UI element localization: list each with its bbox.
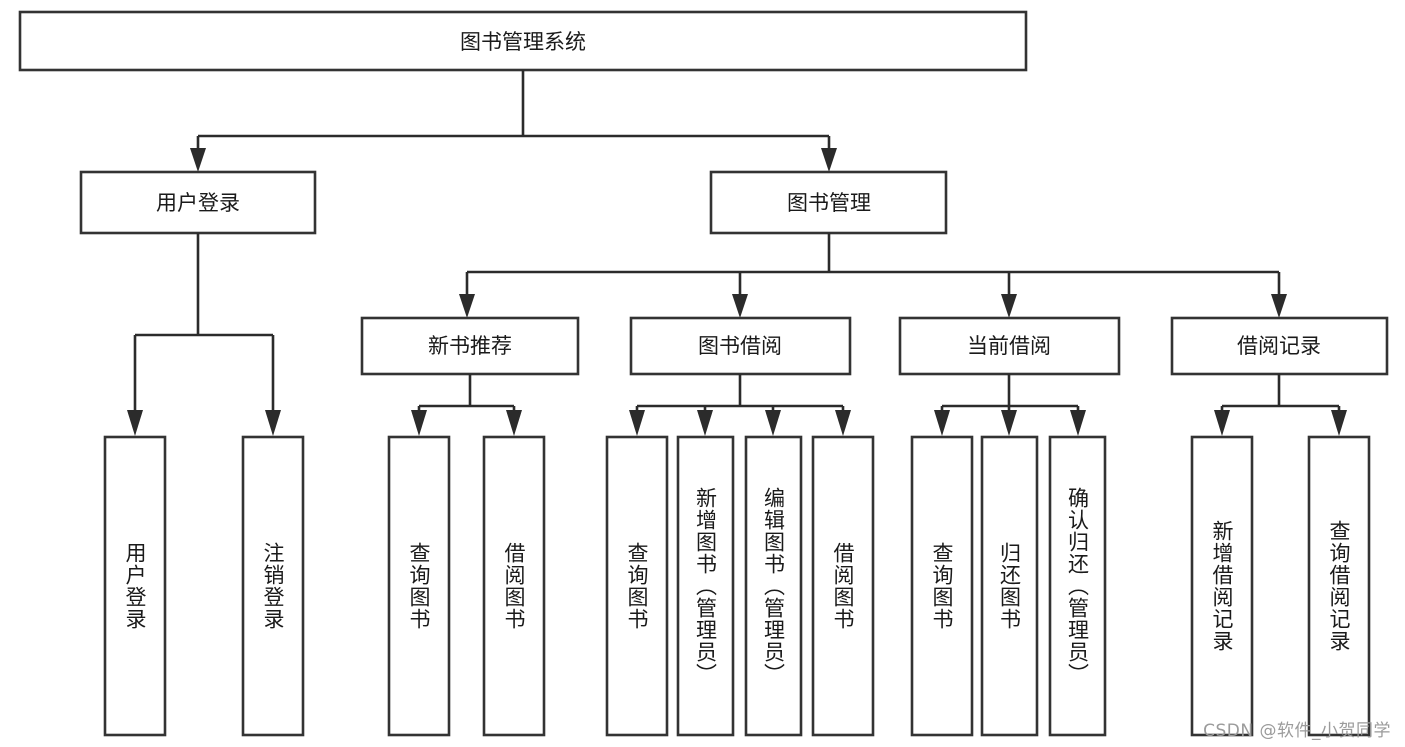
arrow-head-user-login xyxy=(190,148,206,172)
arrow-head-leaf-query-record xyxy=(1331,410,1347,436)
node-leaf-add-record-box[interactable] xyxy=(1190,435,1254,737)
node-leaf-borrow-book-1-box[interactable] xyxy=(482,435,546,737)
csdn-watermark: CSDN @软件_小贺同学 xyxy=(1203,721,1391,741)
node-book-manage-box[interactable] xyxy=(709,170,948,235)
arrow-head-new-book-recommend xyxy=(459,294,475,318)
node-leaf-edit-book-box[interactable] xyxy=(744,435,803,737)
node-new-book-recommend-box[interactable] xyxy=(360,316,580,376)
node-current-borrow-label: 当前借阅 xyxy=(967,334,1051,358)
node-new-book-recommend-label: 新书推荐 xyxy=(428,334,512,358)
node-leaf-query-book-1-box[interactable] xyxy=(387,435,451,737)
node-leaf-borrow-book-2-box[interactable] xyxy=(811,435,875,737)
node-current-borrow-box[interactable] xyxy=(898,316,1121,376)
arrow-head-leaf-query-book-1 xyxy=(411,410,427,436)
arrow-head-leaf-return-book xyxy=(1001,410,1017,436)
arrow-head-current-borrow xyxy=(1001,294,1017,318)
node-leaf-confirm-return-box[interactable] xyxy=(1048,435,1107,737)
node-user-login-label: 用户登录 xyxy=(156,191,240,215)
arrow-head-book-borrow xyxy=(732,294,748,318)
node-leaf-query-book-3-box[interactable] xyxy=(910,435,974,737)
node-leaf-return-book-box[interactable] xyxy=(980,435,1039,737)
arrow-head-leaf-user-login xyxy=(127,410,143,436)
arrow-head-leaf-add-book xyxy=(697,410,713,436)
node-book-borrow-label: 图书借阅 xyxy=(698,334,782,358)
arrow-head-leaf-borrow-book-2 xyxy=(835,410,851,436)
node-leaf-query-record-box[interactable] xyxy=(1307,435,1371,737)
arrow-head-book-manage xyxy=(821,148,837,172)
arrow-head-leaf-add-record xyxy=(1214,410,1230,436)
node-leaf-query-book-2-box[interactable] xyxy=(605,435,669,737)
node-borrow-record-label: 借阅记录 xyxy=(1237,334,1321,358)
arrow-head-leaf-borrow-book-1 xyxy=(506,410,522,436)
node-borrow-record-box[interactable] xyxy=(1170,316,1389,376)
arrow-head-leaf-query-book-2 xyxy=(629,410,645,436)
node-root-box[interactable] xyxy=(18,10,1028,72)
arrow-head-borrow-record xyxy=(1271,294,1287,318)
node-book-manage-label: 图书管理 xyxy=(787,191,871,215)
node-leaf-logout-box[interactable] xyxy=(241,435,305,737)
arrow-head-leaf-confirm-return xyxy=(1070,410,1086,436)
arrow-head-leaf-logout xyxy=(265,410,281,436)
node-leaf-add-book-box[interactable] xyxy=(676,435,735,737)
node-leaf-user-login-box[interactable] xyxy=(103,435,167,737)
arrow-head-leaf-edit-book xyxy=(765,410,781,436)
arrow-head-leaf-query-book-3 xyxy=(934,410,950,436)
node-root-label: 图书管理系统 xyxy=(460,30,586,54)
node-book-borrow-box[interactable] xyxy=(629,316,852,376)
